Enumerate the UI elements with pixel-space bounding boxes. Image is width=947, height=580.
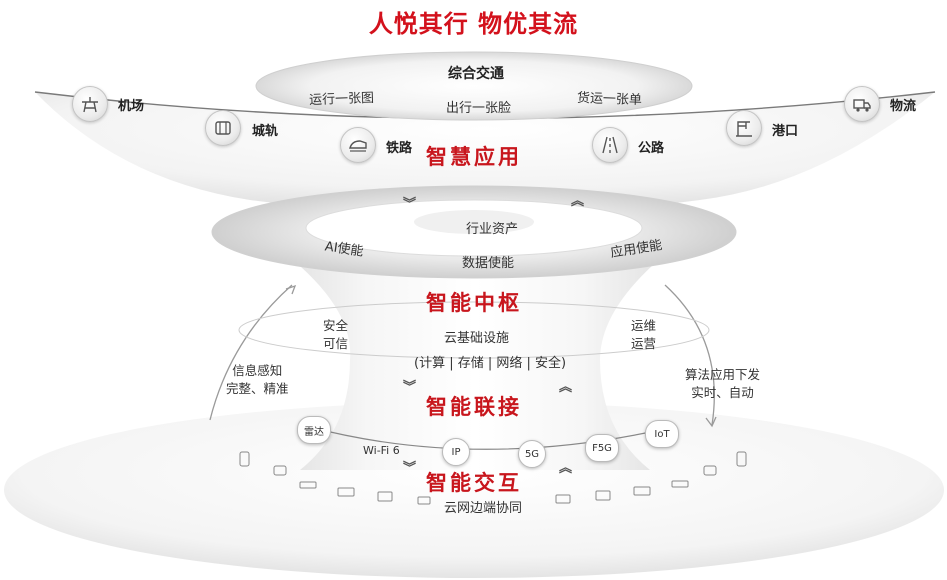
top-item-ops-map: 运行一张图 xyxy=(308,90,375,109)
chevron-up-icon: ︽ xyxy=(559,380,573,395)
layer-smart-hub: 智能中枢 xyxy=(426,291,522,315)
chevron-up-icon: ︽ xyxy=(571,194,585,209)
scenario-label-road: 公路 xyxy=(638,141,665,156)
cloud-infra-title: 云基础设施 xyxy=(444,331,510,346)
truck-icon xyxy=(844,86,880,122)
side-security: 安全 可信 xyxy=(323,318,349,351)
chevron-down-icon: ︾ xyxy=(403,197,417,212)
scenario-label-port: 港口 xyxy=(772,124,799,139)
layer-smart-app: 智慧应用 xyxy=(426,145,522,169)
top-item-freight: 货运一张单 xyxy=(576,90,643,109)
connect-node-iot: IoT xyxy=(645,420,679,448)
chevron-up-icon: ︽ xyxy=(559,461,573,476)
layer-smart-interact: 智能交互 xyxy=(426,471,522,495)
top-item-face: 出行一张脸 xyxy=(446,101,512,116)
side-perception: 信息感知 完整、精准 xyxy=(226,363,289,396)
highway-icon xyxy=(592,127,628,163)
connect-node-wifi6: Wi-Fi 6 xyxy=(363,443,400,457)
hub-data-enable: 数据使能 xyxy=(462,256,515,271)
connect-node-ip: IP xyxy=(442,438,470,466)
cloud-infra-detail: (计算 | 存储 | 网络 | 安全) xyxy=(414,356,567,371)
chevron-down-icon: ︾ xyxy=(403,380,417,395)
connect-node-radar: 雷达 xyxy=(297,416,331,444)
integrated-transport-title: 综合交通 xyxy=(448,66,504,82)
chevron-down-icon: ︾ xyxy=(403,461,417,476)
layer-smart-connect: 智能联接 xyxy=(426,395,522,419)
connect-node-5g: 5G xyxy=(518,440,546,468)
airport-icon xyxy=(72,86,108,122)
edge-collaboration: 云网边端协同 xyxy=(444,501,523,516)
train-icon xyxy=(340,127,376,163)
hub-industry-assets: 行业资产 xyxy=(466,222,519,237)
connect-node-f5g: F5G xyxy=(585,434,619,462)
scenario-label-logistics: 物流 xyxy=(890,99,917,114)
side-algorithm: 算法应用下发 实时、自动 xyxy=(685,367,761,400)
scenario-label-metro: 城轨 xyxy=(252,124,279,139)
scenario-label-rail: 铁路 xyxy=(386,141,413,156)
page-title: 人悦其行 物优其流 xyxy=(368,10,579,38)
metro-icon xyxy=(205,110,241,146)
port-icon xyxy=(726,110,762,146)
scenario-label-airport: 机场 xyxy=(118,99,145,114)
side-operations: 运维 运营 xyxy=(631,318,657,351)
